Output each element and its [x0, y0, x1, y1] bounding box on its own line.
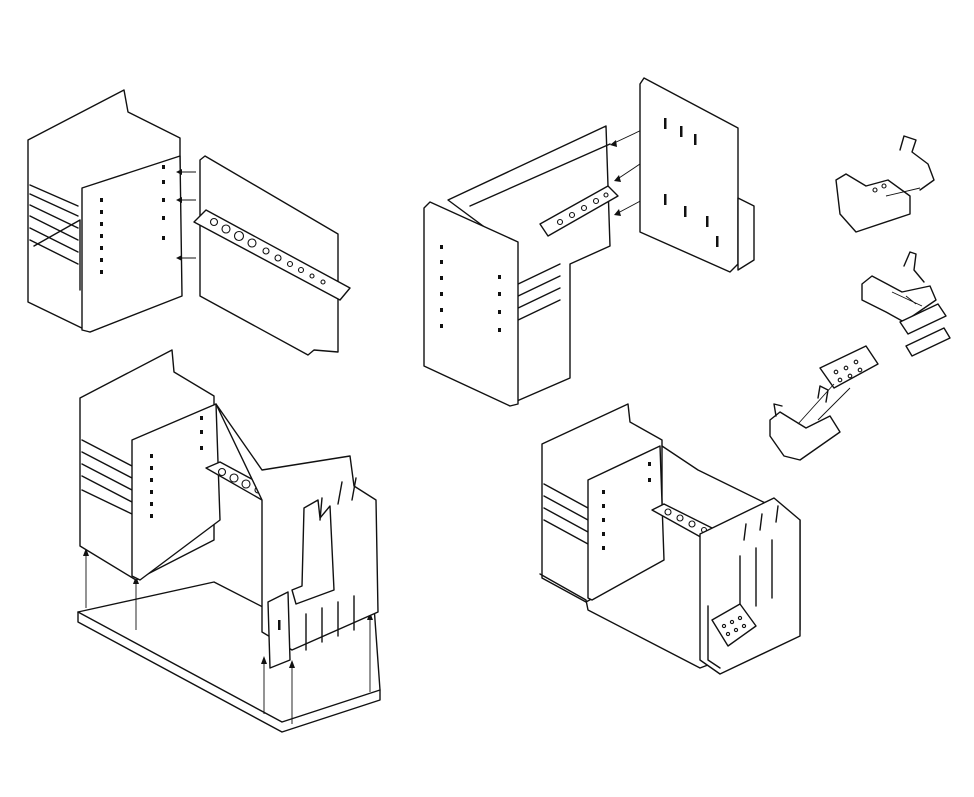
step1-shelves	[29, 184, 81, 291]
step2-divider-assembly	[423, 77, 755, 407]
step5-side-panel	[699, 497, 801, 675]
step1-tool-rack	[193, 209, 351, 301]
step2-tool-rack	[539, 185, 619, 237]
bracket-detail-bottom	[769, 345, 879, 461]
step1-cabinet-assembly	[27, 89, 351, 356]
bracket-detail-middle	[861, 251, 951, 357]
step5-mounted-bracket	[707, 603, 757, 669]
step4-side-panel	[215, 403, 379, 651]
step4-base-assembly	[77, 349, 381, 733]
step4-divider-panel	[131, 403, 221, 581]
step4-alignment-arrows	[83, 548, 373, 724]
bracket-detail-top	[835, 135, 935, 233]
step4-tool-rack	[205, 461, 273, 501]
step5-finished-unit	[539, 403, 801, 675]
step5-divider-panel	[587, 445, 665, 601]
step4-bracket-holder	[267, 477, 357, 669]
step1-insertion-arrows	[176, 169, 196, 261]
step3-bracket-assemblies	[769, 135, 951, 461]
step2-back-panel	[639, 77, 755, 273]
step1-divider-panel	[81, 155, 183, 333]
step2-front-panel	[423, 201, 519, 407]
